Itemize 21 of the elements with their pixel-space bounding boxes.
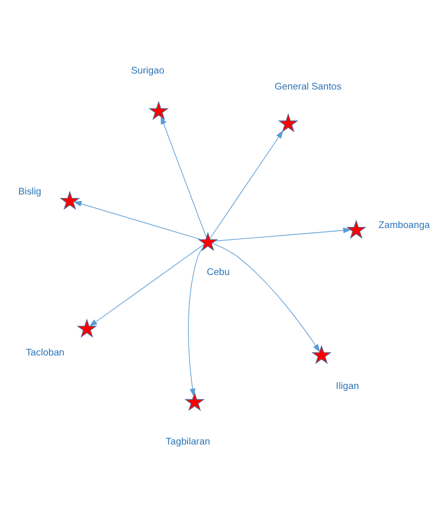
arrow bbox=[160, 116, 207, 238]
node-star bbox=[148, 100, 169, 120]
node-star bbox=[278, 113, 298, 132]
node-label: Surigao bbox=[131, 66, 164, 77]
node-star bbox=[184, 392, 205, 412]
arrow bbox=[73, 201, 202, 240]
node-star bbox=[346, 220, 366, 239]
node-label: Bislig bbox=[18, 186, 42, 198]
arrow bbox=[212, 242, 320, 352]
node-label: Zamboanga bbox=[378, 220, 430, 231]
arrow bbox=[214, 228, 352, 242]
node-label: Cebu bbox=[206, 266, 230, 278]
arrow bbox=[188, 246, 204, 397]
node-label: Tacloban bbox=[26, 348, 64, 359]
node-label: Iligan bbox=[336, 380, 359, 392]
node-label: General Santos bbox=[274, 82, 342, 93]
node-label: Tagbilaran bbox=[166, 436, 210, 448]
node-star bbox=[60, 190, 80, 210]
arrow bbox=[89, 244, 204, 327]
arrow bbox=[210, 130, 284, 240]
node-star bbox=[198, 232, 218, 252]
